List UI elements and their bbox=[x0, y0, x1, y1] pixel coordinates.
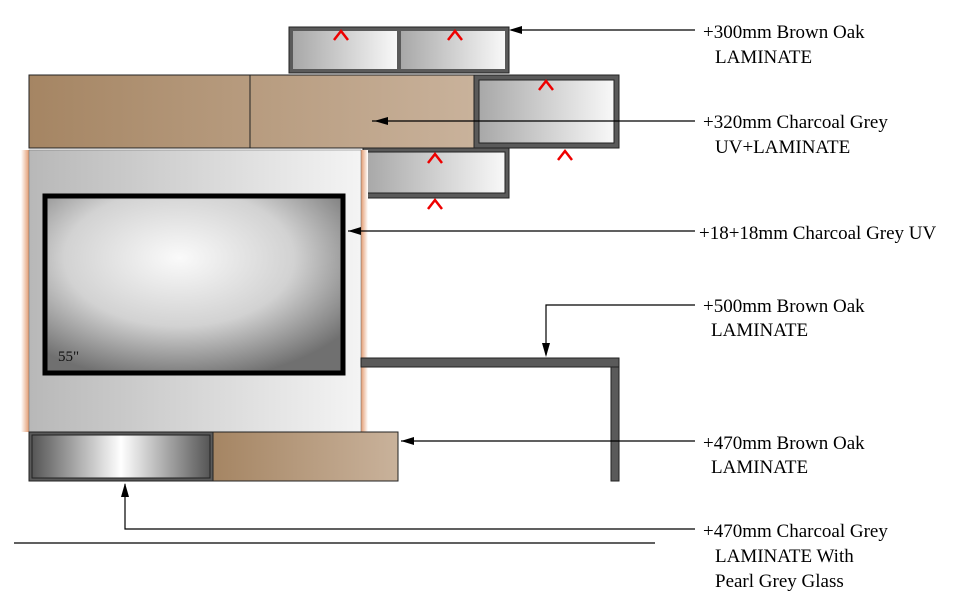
callout-oak-top: +300mm Brown Oak LAMINATE bbox=[703, 22, 865, 68]
svg-text:+300mm Brown Oak: +300mm Brown Oak bbox=[703, 22, 865, 43]
svg-text:LAMINATE: LAMINATE bbox=[711, 457, 808, 478]
leader-lines bbox=[121, 26, 695, 530]
tv-size-label: 55" bbox=[58, 349, 79, 365]
callout-oak-bottom: +470mm Brown Oak LAMINATE bbox=[703, 433, 865, 478]
svg-text:+500mm Brown Oak: +500mm Brown Oak bbox=[703, 296, 865, 317]
callout-charcoal-glass: +470mm Charcoal Grey LAMINATE With Pearl… bbox=[703, 521, 888, 592]
svg-text:+320mm Charcoal Grey: +320mm Charcoal Grey bbox=[703, 112, 888, 133]
svg-text:LAMINATE With: LAMINATE With bbox=[715, 546, 854, 567]
svg-text:Pearl Grey Glass: Pearl Grey Glass bbox=[715, 571, 844, 592]
side-shelf bbox=[360, 357, 620, 482]
callout-charcoal-uv: +18+18mm Charcoal Grey UV bbox=[699, 223, 937, 244]
bottom-glass-cabinet bbox=[28, 431, 214, 482]
tv-screen: 55" bbox=[42, 193, 346, 376]
svg-text:+470mm Charcoal Grey: +470mm Charcoal Grey bbox=[703, 521, 888, 542]
svg-text:+18+18mm Charcoal Grey UV: +18+18mm Charcoal Grey UV bbox=[699, 223, 937, 244]
svg-text:LAMINATE: LAMINATE bbox=[715, 47, 812, 68]
bottom-oak-unit bbox=[212, 431, 399, 482]
opening-markers bbox=[333, 28, 573, 210]
callout-oak-shelf: +500mm Brown Oak LAMINATE bbox=[703, 296, 865, 341]
svg-text:LAMINATE: LAMINATE bbox=[711, 320, 808, 341]
top-wall-cabinet bbox=[288, 26, 510, 74]
callout-charcoal-uv-laminate: +320mm Charcoal Grey UV+LAMINATE bbox=[703, 112, 888, 158]
svg-text:UV+LAMINATE: UV+LAMINATE bbox=[715, 137, 850, 158]
brown-oak-panel bbox=[28, 74, 475, 149]
right-wall-cabinet bbox=[473, 74, 620, 149]
svg-text:+470mm Brown Oak: +470mm Brown Oak bbox=[703, 433, 865, 454]
